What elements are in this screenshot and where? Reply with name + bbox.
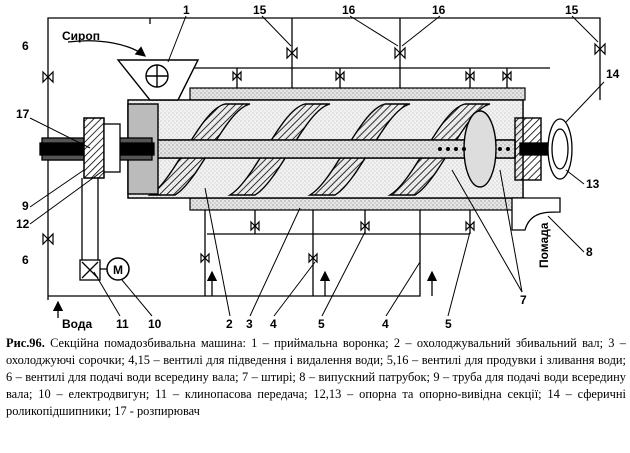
valve-15-right <box>594 42 606 56</box>
machine-body <box>127 99 542 199</box>
callout-11: 11 <box>116 317 129 331</box>
valve-bottom-1 <box>250 220 260 232</box>
figure-caption: Рис.96. Секційна помадозбивальна машина:… <box>6 335 626 420</box>
valve-bottom-3 <box>465 220 475 232</box>
helical-screw <box>147 103 491 196</box>
callout-6-top: 6 <box>22 39 29 53</box>
valve-top-small-4 <box>502 70 512 82</box>
callout-1: 1 <box>183 3 190 17</box>
fondant-label: Помада <box>537 222 551 268</box>
callout-13: 13 <box>586 177 600 191</box>
valve-top-small-1 <box>232 70 242 82</box>
callout-15-left: 15 <box>253 3 267 17</box>
water-label: Вода <box>62 317 92 331</box>
callout-17: 17 <box>16 107 30 121</box>
figure-label: Рис.96. <box>6 336 45 350</box>
discharge-nozzle <box>511 197 561 231</box>
callout-15-right: 15 <box>565 3 579 17</box>
syrup-label: Сироп <box>62 29 100 43</box>
callout-2: 2 <box>226 317 233 331</box>
callout-12: 12 <box>16 217 30 231</box>
syrup-arrow <box>67 40 147 57</box>
valve-16-left <box>394 46 406 60</box>
valve-6-top <box>42 70 54 84</box>
drive-assembly <box>39 117 155 281</box>
callout-4-left: 4 <box>270 317 277 331</box>
callout-5-left: 5 <box>318 317 325 331</box>
valve-4-right <box>308 252 318 264</box>
callout-8: 8 <box>586 245 593 259</box>
fondant-machine-diagram: М Сироп Вода Помада 1 15 16 16 15 6 17 1… <box>16 3 620 331</box>
receiving-hopper <box>116 59 200 101</box>
callout-3: 3 <box>246 317 253 331</box>
water-piping <box>47 17 601 318</box>
valve-6-bottom <box>42 232 54 246</box>
valve-bottom-2 <box>360 220 370 232</box>
right-support <box>511 118 573 231</box>
valve-4-left <box>200 252 210 264</box>
callout-7: 7 <box>520 293 527 307</box>
valve-15-left <box>286 46 298 60</box>
callout-4-right: 4 <box>382 317 389 331</box>
callout-16-right: 16 <box>432 3 446 17</box>
motor-label: М <box>113 263 123 277</box>
callout-10: 10 <box>148 317 162 331</box>
caption-text: Секційна помадозбивальна машина: 1 – при… <box>6 336 626 418</box>
valves <box>42 42 606 264</box>
valve-top-small-2 <box>335 70 345 82</box>
callout-14: 14 <box>606 67 620 81</box>
callouts: 1 15 16 16 15 6 17 14 13 9 12 6 8 11 10 … <box>16 3 620 331</box>
leader-lines <box>29 15 605 317</box>
callout-6-bottom: 6 <box>22 253 29 267</box>
callout-16-left: 16 <box>342 3 356 17</box>
pins <box>438 147 510 151</box>
callout-9: 9 <box>22 199 29 213</box>
motor-icon: М <box>100 257 130 281</box>
callout-5-right: 5 <box>445 317 452 331</box>
valve-top-small-3 <box>465 70 475 82</box>
